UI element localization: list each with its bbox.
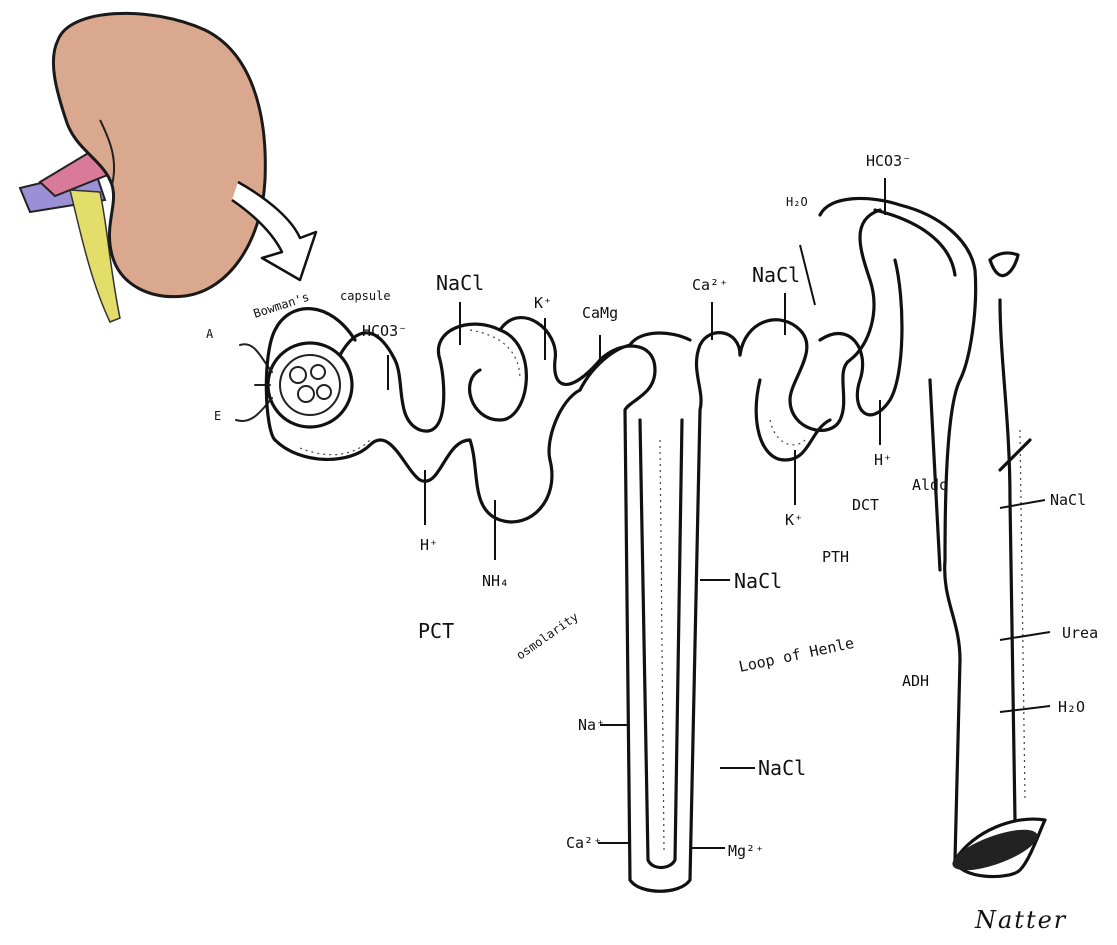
label-pth: PTH (822, 548, 849, 566)
distal-tubule (740, 210, 902, 460)
label-pct: PCT (418, 619, 454, 643)
glomerulus (236, 343, 352, 427)
label-dct: DCT (852, 496, 879, 514)
label-mg-bottom: Mg²⁺ (728, 842, 764, 860)
label-h2o-cd: H₂O (1058, 698, 1085, 716)
label-h-pct: H⁺ (420, 536, 438, 554)
proximal-tubule (266, 309, 630, 522)
label-bowmans: Bowman's (252, 290, 311, 321)
label-e: E (214, 409, 221, 423)
labels: A E Bowman's capsule HCO3⁻ NaCl H⁺ NH₄ P… (206, 152, 1098, 934)
label-nh4: NH₄ (482, 572, 509, 590)
signature-natter: Natter (974, 906, 1067, 934)
label-h2o-top: H₂O (786, 195, 808, 209)
label-nacl-cd: NaCl (1050, 491, 1086, 509)
label-loop-of-henle: Loop of Henle (737, 634, 856, 676)
label-a: A (206, 327, 214, 341)
label-camg: CaMg (582, 304, 618, 322)
label-nacl-dct: NaCl (752, 263, 800, 287)
label-h-dct: H⁺ (874, 451, 892, 469)
label-aldo: Aldo (912, 476, 948, 494)
label-nacl-loop: NaCl (734, 569, 782, 593)
label-nacl-loop-low: NaCl (758, 756, 806, 780)
label-nacl-pct: NaCl (436, 271, 484, 295)
label-ca-bottom: Ca²⁺ (566, 834, 602, 852)
loop-of-henle (600, 333, 740, 892)
label-capsule: capsule (340, 289, 391, 303)
label-urea: Urea (1062, 624, 1098, 642)
label-k-top: K⁺ (534, 294, 552, 312)
kidney-illustration (20, 13, 265, 322)
label-k-dct: K⁺ (785, 511, 803, 529)
collecting-duct (820, 198, 1045, 878)
label-hco3-pct: HCO3⁻ (362, 322, 407, 340)
label-na-loop: Na⁺ (578, 716, 605, 734)
label-hco3-cd: HCO3⁻ (866, 152, 911, 170)
label-osmolarity: osmolarity (514, 610, 581, 663)
label-ca-top: Ca²⁺ (692, 276, 728, 294)
label-adh: ADH (902, 672, 929, 690)
